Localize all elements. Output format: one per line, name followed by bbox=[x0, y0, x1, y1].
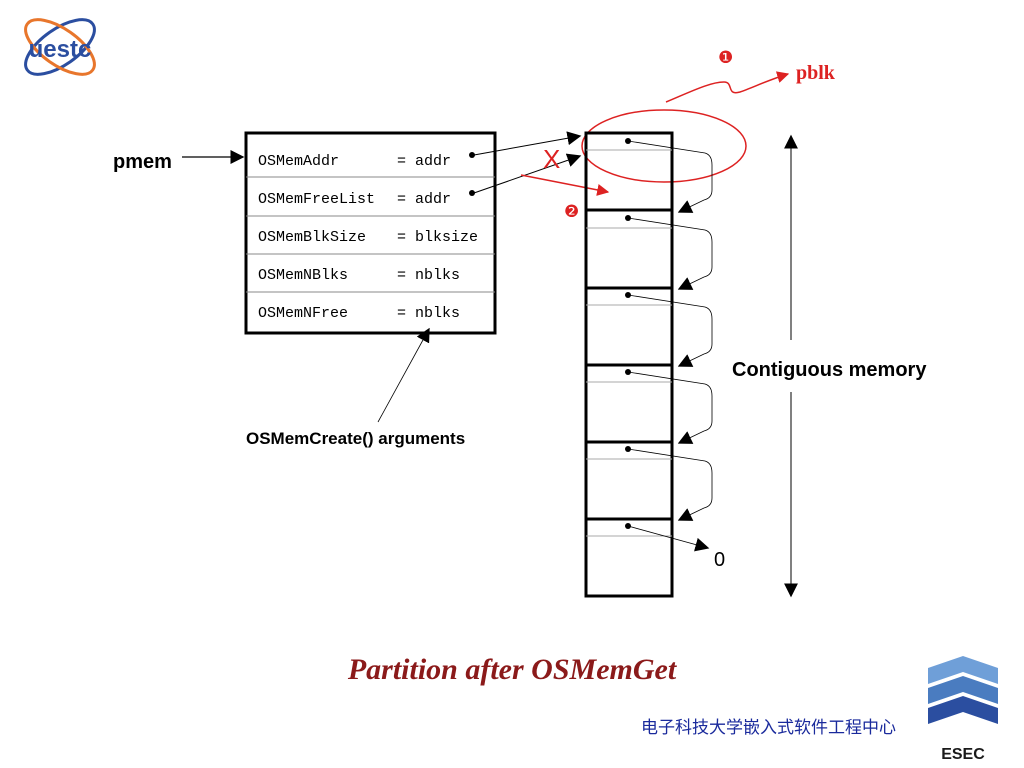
free-list-links bbox=[625, 138, 713, 552]
uestc-logo: uestc bbox=[24, 18, 96, 76]
field-row: OSMemFreeList = addr bbox=[258, 191, 451, 208]
logo-text: uestc bbox=[29, 36, 92, 63]
pblk-arrow bbox=[665, 71, 790, 103]
step-1-marker: ❶ bbox=[718, 48, 733, 68]
memory-control-block: OSMemAddr = addr OSMemFreeList = addr OS… bbox=[244, 131, 497, 335]
esec-logo: ESEC bbox=[928, 656, 998, 763]
addr-pointer-dot bbox=[469, 152, 475, 158]
pblk-label: pblk bbox=[796, 62, 836, 84]
field-value: = nblks bbox=[397, 305, 460, 322]
field-row: OSMemAddr = addr bbox=[258, 153, 451, 170]
field-value: = blksize bbox=[397, 229, 478, 246]
field-row: OSMemNBlks = nblks bbox=[258, 267, 460, 284]
freelist-pointer-dot bbox=[469, 190, 475, 196]
field-name: OSMemFreeList bbox=[258, 191, 375, 208]
step-2-marker: ❷ bbox=[564, 202, 579, 222]
field-row: OSMemNFree = nblks bbox=[258, 305, 460, 322]
field-name: OSMemBlkSize bbox=[258, 229, 366, 246]
memory-partition bbox=[584, 131, 674, 598]
field-name: OSMemAddr bbox=[258, 153, 339, 170]
arguments-caption: OSMemCreate() arguments bbox=[246, 429, 465, 448]
contiguous-memory-label: Contiguous memory bbox=[732, 359, 927, 381]
field-value: = nblks bbox=[397, 267, 460, 284]
slide-title: Partition after OSMemGet bbox=[347, 653, 678, 686]
freelist-old-arrow bbox=[473, 153, 582, 194]
field-value: = addr bbox=[397, 153, 451, 170]
arguments-arrow bbox=[377, 327, 430, 423]
footer-text: 电子科技大学嵌入式软件工程中心 bbox=[641, 718, 896, 738]
field-name: OSMemNBlks bbox=[258, 267, 348, 284]
field-value: = addr bbox=[397, 191, 451, 208]
esec-logo-text: ESEC bbox=[941, 746, 985, 763]
allocated-block-highlight bbox=[581, 109, 747, 183]
null-terminator: 0 bbox=[714, 549, 725, 571]
pmem-label: pmem bbox=[113, 151, 172, 173]
field-name: OSMemNFree bbox=[258, 305, 348, 322]
removed-link-x: X bbox=[543, 144, 560, 174]
addr-arrow bbox=[473, 131, 582, 156]
field-row: OSMemBlkSize = blksize bbox=[258, 229, 478, 246]
freelist-new-arrow bbox=[520, 174, 610, 196]
